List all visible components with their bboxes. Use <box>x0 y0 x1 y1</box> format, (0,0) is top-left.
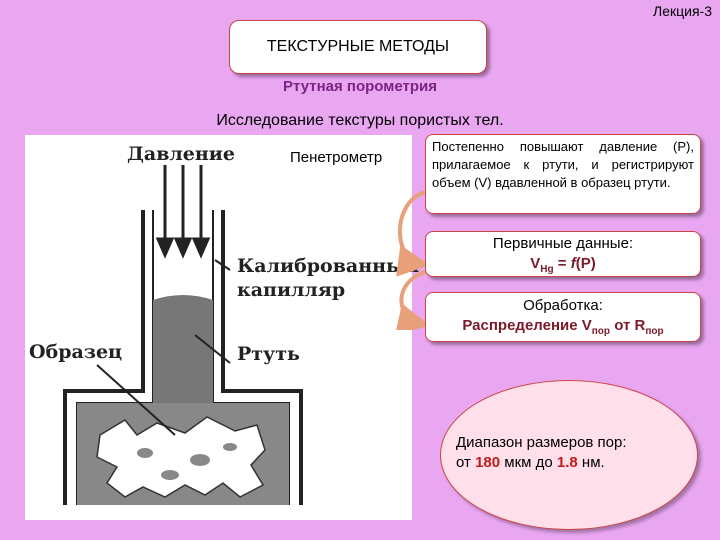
label-capillary-1: Калиброванный <box>237 255 420 277</box>
label-sample: Образец <box>29 341 123 363</box>
slide-heading: Исследование текстуры пористых тел. <box>216 112 504 129</box>
pore-range-ellipse <box>440 380 698 530</box>
label-capillary-2: капилляр <box>237 279 346 301</box>
slide-subtitle: Ртутная порометрия <box>283 78 437 95</box>
pore-range-min: 180 <box>475 454 501 471</box>
slide-title-text: ТЕКСТУРНЫЕ МЕТОДЫ <box>266 38 450 55</box>
label-mercury: Ртуть <box>237 343 300 365</box>
processing-title: Обработка: <box>523 297 603 314</box>
method-description-box: Постепенно повышают давление (P), прилаг… <box>425 134 701 214</box>
label-pressure: Давление <box>127 143 235 165</box>
primary-data-box: Первичные данные: VHg = f(P) <box>425 231 701 277</box>
primary-data-title: Первичные данные: <box>492 235 634 252</box>
pore-range-max: 1.8 <box>556 454 578 471</box>
primary-data-formula: VHg = f(P) <box>530 255 596 275</box>
penetrometer-drawing <box>63 165 303 505</box>
processing-formula: Распределение Vпор от Rпор <box>462 317 664 337</box>
processing-box: Обработка: Распределение Vпор от Rпор <box>425 292 701 342</box>
arrow-to-primary <box>396 190 430 277</box>
method-description-text: Постепенно повышают давление (P), прилаг… <box>432 139 694 190</box>
arrow-to-processing <box>395 270 430 330</box>
slide-title: ТЕКСТУРНЫЕ МЕТОДЫ <box>229 20 487 74</box>
lecture-number: Лекция-3 <box>653 3 712 19</box>
pore-range-text: Диапазон размеров пор: от 180 мкм до 1.8… <box>456 434 627 471</box>
penetrometer-label: Пенетрометр <box>290 149 383 166</box>
penetrometer-figure: Давление Калиброванный капилляр Образец … <box>25 135 419 520</box>
flow-arrows <box>395 190 430 330</box>
